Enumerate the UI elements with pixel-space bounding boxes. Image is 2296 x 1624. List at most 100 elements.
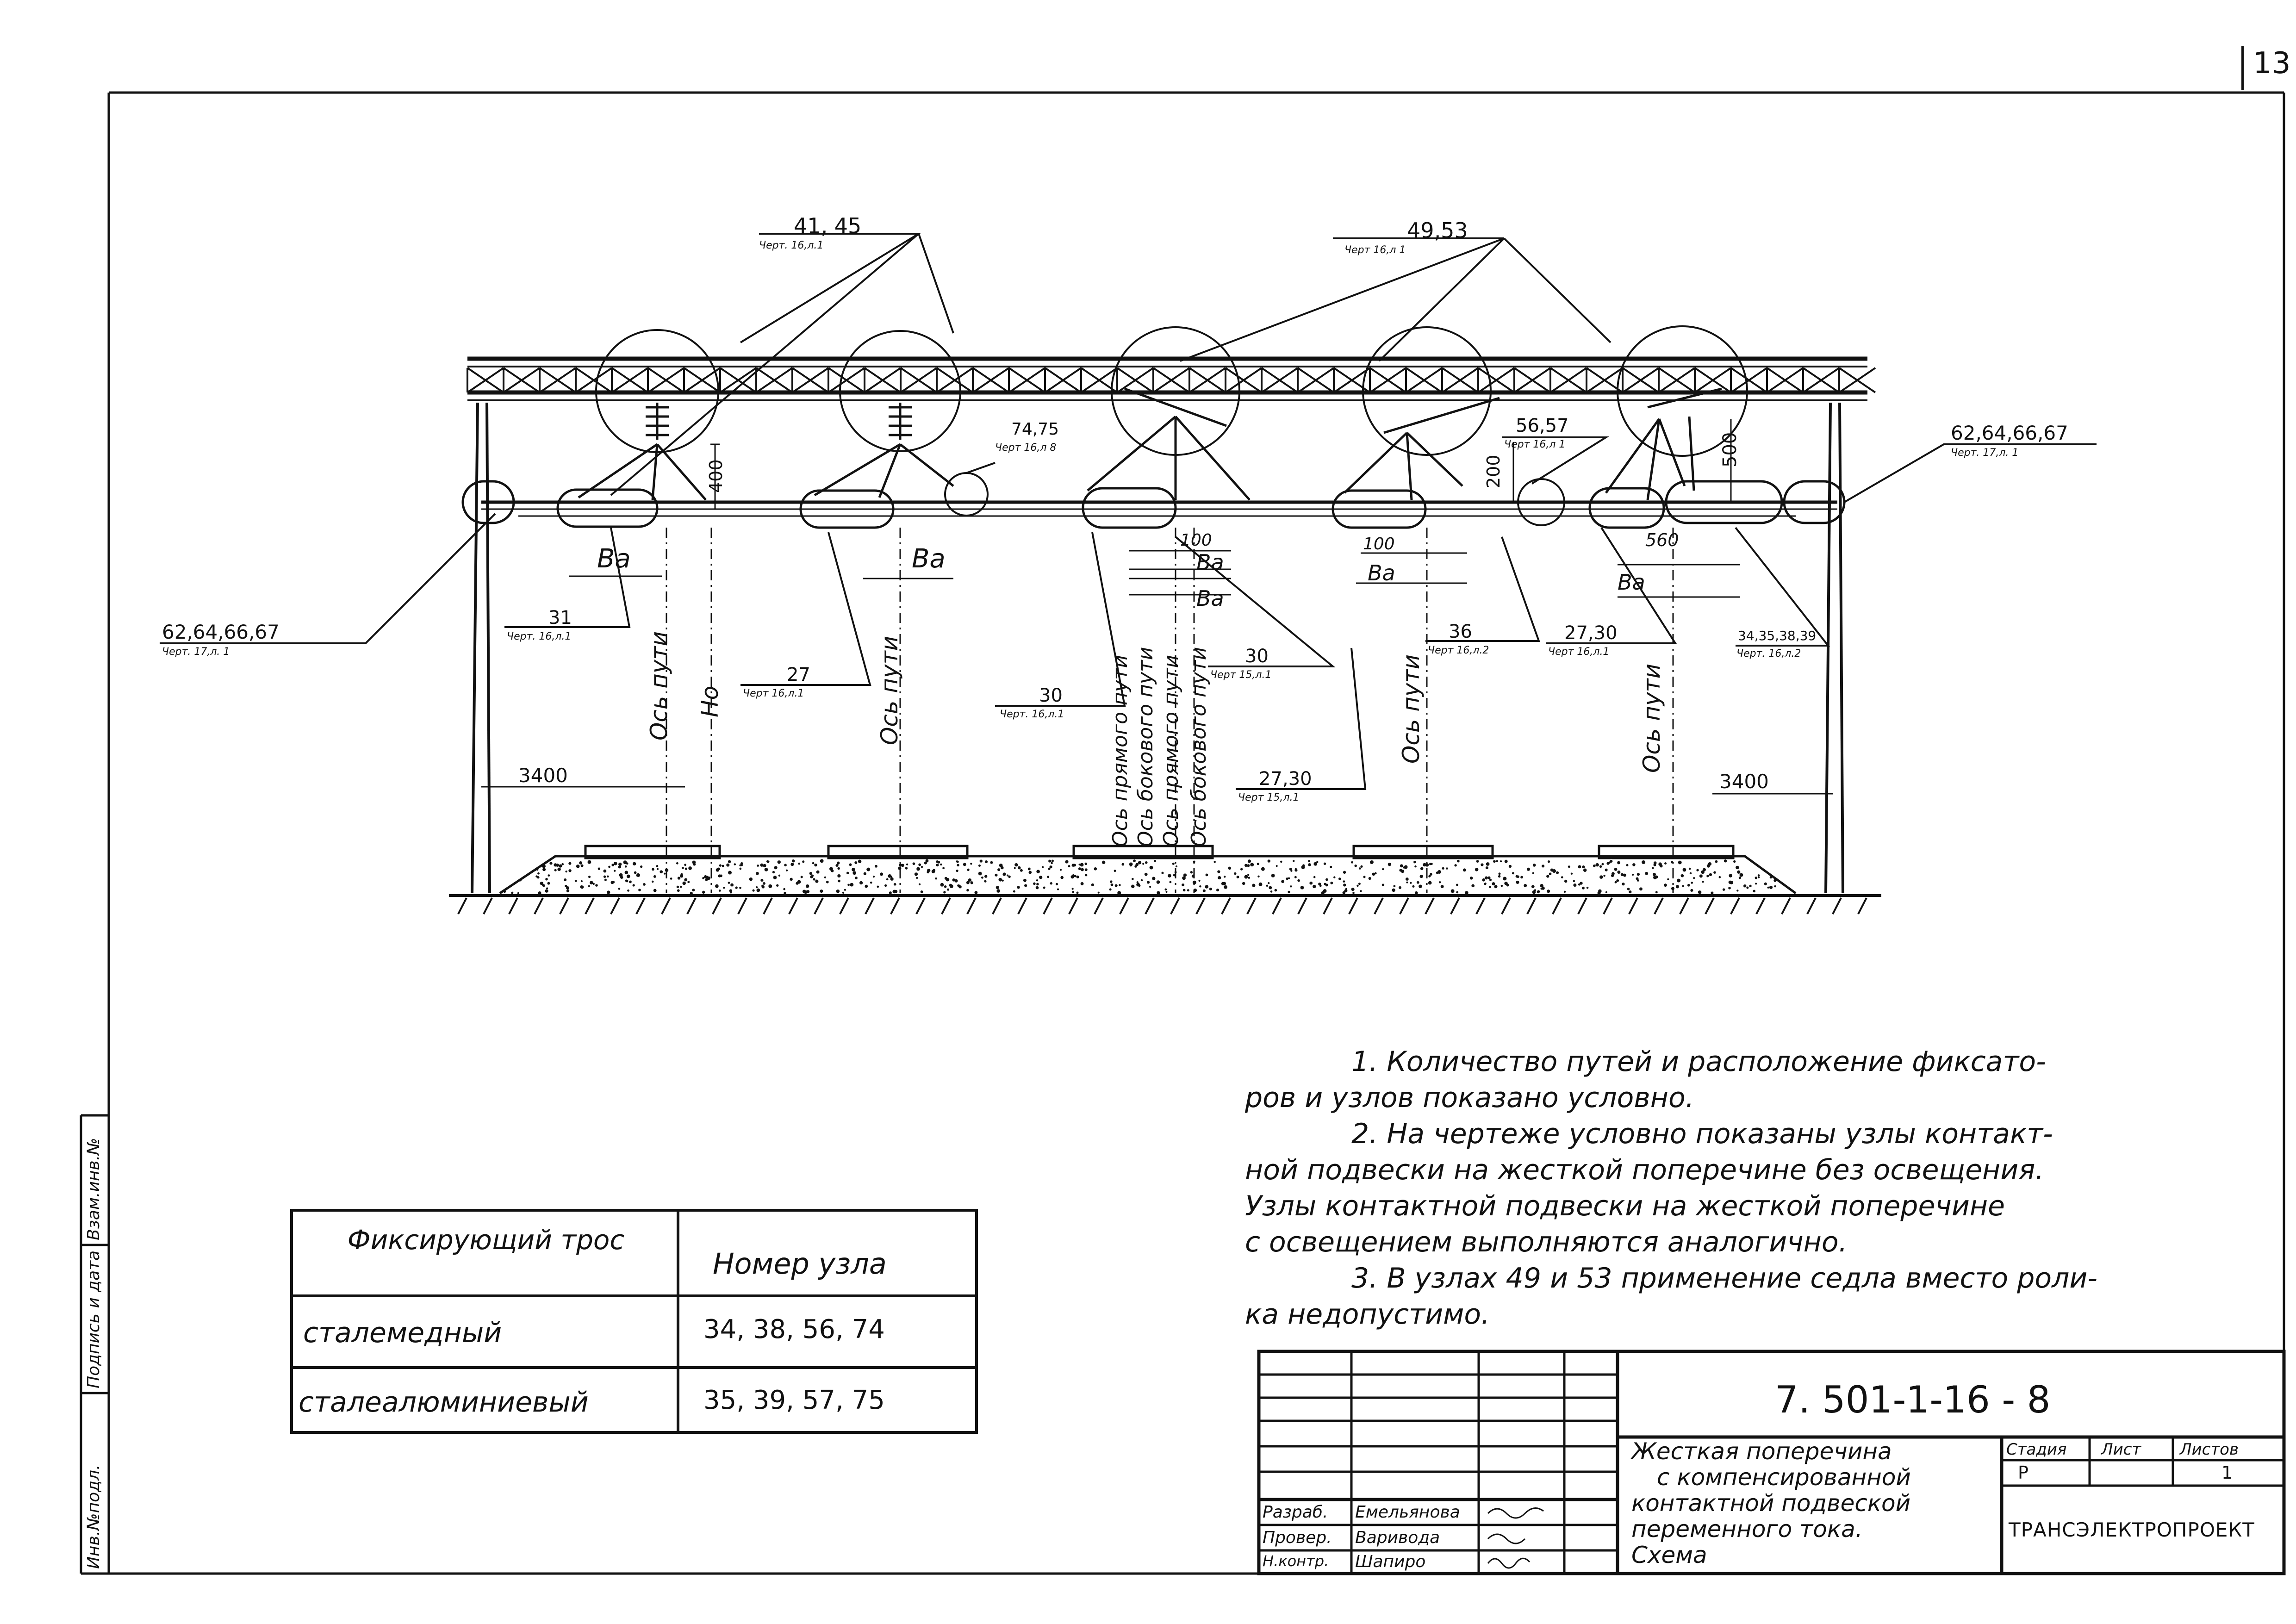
- title-line-2: с компенсированной: [1657, 1464, 1911, 1491]
- ref-74-75-sub: Черт 16,л 8: [995, 442, 1057, 454]
- node-circle-4: [1362, 326, 1492, 456]
- ref-27-a-num: 27: [787, 664, 810, 685]
- ref-27-30-b-sub: Черт 16,л.1: [1548, 646, 1610, 658]
- table-row-1-nodes: 34, 38, 56, 74: [703, 1314, 885, 1344]
- left-support-pole: [471, 402, 479, 894]
- dim-500: 500: [1719, 432, 1741, 467]
- dim-ba-1: Ва: [597, 544, 631, 574]
- dim-ba-3: Ва: [1196, 550, 1224, 575]
- title-line-1: Жесткая поперечина: [1631, 1438, 1892, 1465]
- ref-62-left-sub: Черт. 17,л. 1: [162, 646, 230, 658]
- name-checker: Варивода: [1355, 1528, 1440, 1547]
- note-2-line-3: Узлы контактной подвески на жесткой попе…: [1245, 1190, 2005, 1222]
- title-block-grid: [1257, 1350, 2286, 1575]
- stage-value: Р: [2018, 1462, 2028, 1483]
- note-1-line-1: 1. Количество путей и расположение фикса…: [1351, 1045, 2046, 1078]
- axis-track-2: Ось пути: [876, 635, 903, 745]
- side-stamp-signature-date: Подпись и дата: [84, 1250, 103, 1388]
- dim-3400-right: 3400: [1719, 770, 1769, 793]
- ref-30-b-sub: Черт 15,л.1: [1210, 669, 1272, 681]
- ref-30-b-num: 30: [1245, 646, 1269, 667]
- ref-31-num: 31: [548, 607, 572, 628]
- note-2-line-1: 2. На чертеже условно показаны узлы конт…: [1351, 1118, 2053, 1150]
- fixator-4: [1332, 489, 1427, 529]
- insulator-right: [1665, 480, 1783, 524]
- name-developer: Емельянова: [1355, 1503, 1460, 1522]
- title-line-4: переменного тока.: [1631, 1516, 1863, 1543]
- role-developer: Разраб.: [1263, 1503, 1328, 1522]
- fixator-3: [1082, 487, 1177, 529]
- dim-3400-left: 3400: [518, 764, 568, 787]
- ref-30-a-sub: Черт. 16,л.1: [1000, 709, 1064, 720]
- ref-34-39-num: 34,35,38,39: [1738, 628, 1817, 643]
- table-row-1-cable: сталемедный: [303, 1317, 502, 1349]
- dim-200: 200: [1483, 454, 1504, 488]
- table-row-2-nodes: 35, 39, 57, 75: [703, 1385, 885, 1415]
- axis-main-straight-1: Ось прямого пути: [1108, 654, 1132, 847]
- name-norm-control: Шапиро: [1355, 1552, 1426, 1571]
- ref-36-num: 36: [1449, 621, 1472, 642]
- axis-side-track-2: Ось бокового пути: [1187, 647, 1211, 847]
- ref-49-53-num: 49,53: [1407, 218, 1468, 243]
- right-support-pole: [1824, 402, 1832, 894]
- fixator-2: [799, 489, 895, 529]
- axis-side-track-1: Ось бокового пути: [1134, 647, 1157, 847]
- ref-56-57-num: 56,57: [1516, 415, 1569, 436]
- node-circle-56: [1517, 478, 1565, 526]
- rigid-crossbar-truss: [467, 356, 1876, 401]
- ref-62-right-sub: Черт. 17,л. 1: [1951, 447, 2019, 459]
- ref-49-53-sub: Черт 16,л 1: [1344, 244, 1406, 256]
- ref-27-30-b-num: 27,30: [1564, 622, 1618, 644]
- ref-62-right-num: 62,64,66,67: [1951, 422, 2068, 444]
- side-stamp-inv-podl: Инв.№подл.: [84, 1464, 103, 1569]
- ref-27-30-a-num: 27,30: [1259, 768, 1312, 790]
- ref-41-45-sub: Черт. 16,л.1: [759, 240, 824, 251]
- dim-ba-5: Ва: [1368, 560, 1395, 585]
- stage-label: Стадия: [2006, 1440, 2067, 1459]
- role-norm-control: Н.контр.: [1263, 1552, 1329, 1570]
- table-row-2-cable: сталеалюминиевый: [299, 1386, 589, 1419]
- note-2-line-2: ной подвески на жесткой поперечине без о…: [1245, 1154, 2044, 1186]
- ref-31-sub: Черт. 16,л.1: [507, 631, 572, 642]
- dim-ho: Но: [697, 685, 723, 717]
- node-circle-2: [839, 330, 961, 452]
- anchor-left: [461, 480, 515, 524]
- document-code: 7. 501-1-16 - 8: [1775, 1378, 2051, 1421]
- sheet-number-separator: [2241, 46, 2244, 90]
- sheet-label: Лист: [2101, 1440, 2141, 1459]
- ref-74-75-num: 74,75: [1011, 420, 1059, 439]
- note-3-line-1: 3. В узлах 49 и 53 применение седла вмес…: [1351, 1262, 2098, 1294]
- note-2-line-4: с освещением выполняются аналогично.: [1245, 1226, 1848, 1258]
- document-title: Жесткая поперечина с компенсированной ко…: [1631, 1438, 1911, 1568]
- dim-ba-4: Ва: [1196, 586, 1224, 611]
- dim-ba-2: Ва: [912, 544, 946, 574]
- note-1-line-2: ров и узлов показано условно.: [1245, 1082, 1694, 1114]
- dim-560: 560: [1645, 530, 1679, 550]
- dim-ba-6: Ва: [1618, 570, 1645, 595]
- ref-34-39-sub: Черт. 16,л.2: [1736, 648, 1801, 660]
- signatures: [1487, 1507, 1544, 1569]
- dim-100-a: 100: [1180, 531, 1212, 550]
- ref-27-30-a-sub: Черт 15,л.1: [1238, 792, 1300, 803]
- dim-400: 400: [706, 459, 726, 493]
- ref-27-a-sub: Черт 16,л.1: [743, 688, 804, 699]
- dim-100-b: 100: [1363, 535, 1395, 554]
- track-ballast: [449, 845, 1881, 915]
- title-line-5: Схема: [1631, 1542, 1707, 1568]
- ref-56-57-sub: Черт 16,л 1: [1504, 439, 1566, 450]
- axis-track-3: Ось пути: [1398, 654, 1425, 764]
- node-circle-5: [1617, 325, 1748, 457]
- ref-62-left-num: 62,64,66,67: [162, 621, 280, 643]
- table-header-node: Номер узла: [713, 1247, 887, 1281]
- axis-track-1: Ось пути: [646, 631, 672, 740]
- ref-36-sub: Черт 16,л.2: [1428, 645, 1489, 656]
- ref-41-45-num: 41, 45: [794, 213, 862, 238]
- table-header-cable: Фиксирующий трос: [347, 1224, 625, 1256]
- sheets-label: Листов: [2180, 1440, 2239, 1459]
- role-checker: Провер.: [1263, 1528, 1332, 1547]
- organization-name: ТРАНСЭЛЕКТРОПРОЕКТ: [2009, 1518, 2255, 1541]
- notes-block: 1. Количество путей и расположение фикса…: [1245, 1044, 2282, 1332]
- sheet-number: 13: [2253, 46, 2291, 81]
- title-line-3: контактной подвеской: [1631, 1490, 1911, 1517]
